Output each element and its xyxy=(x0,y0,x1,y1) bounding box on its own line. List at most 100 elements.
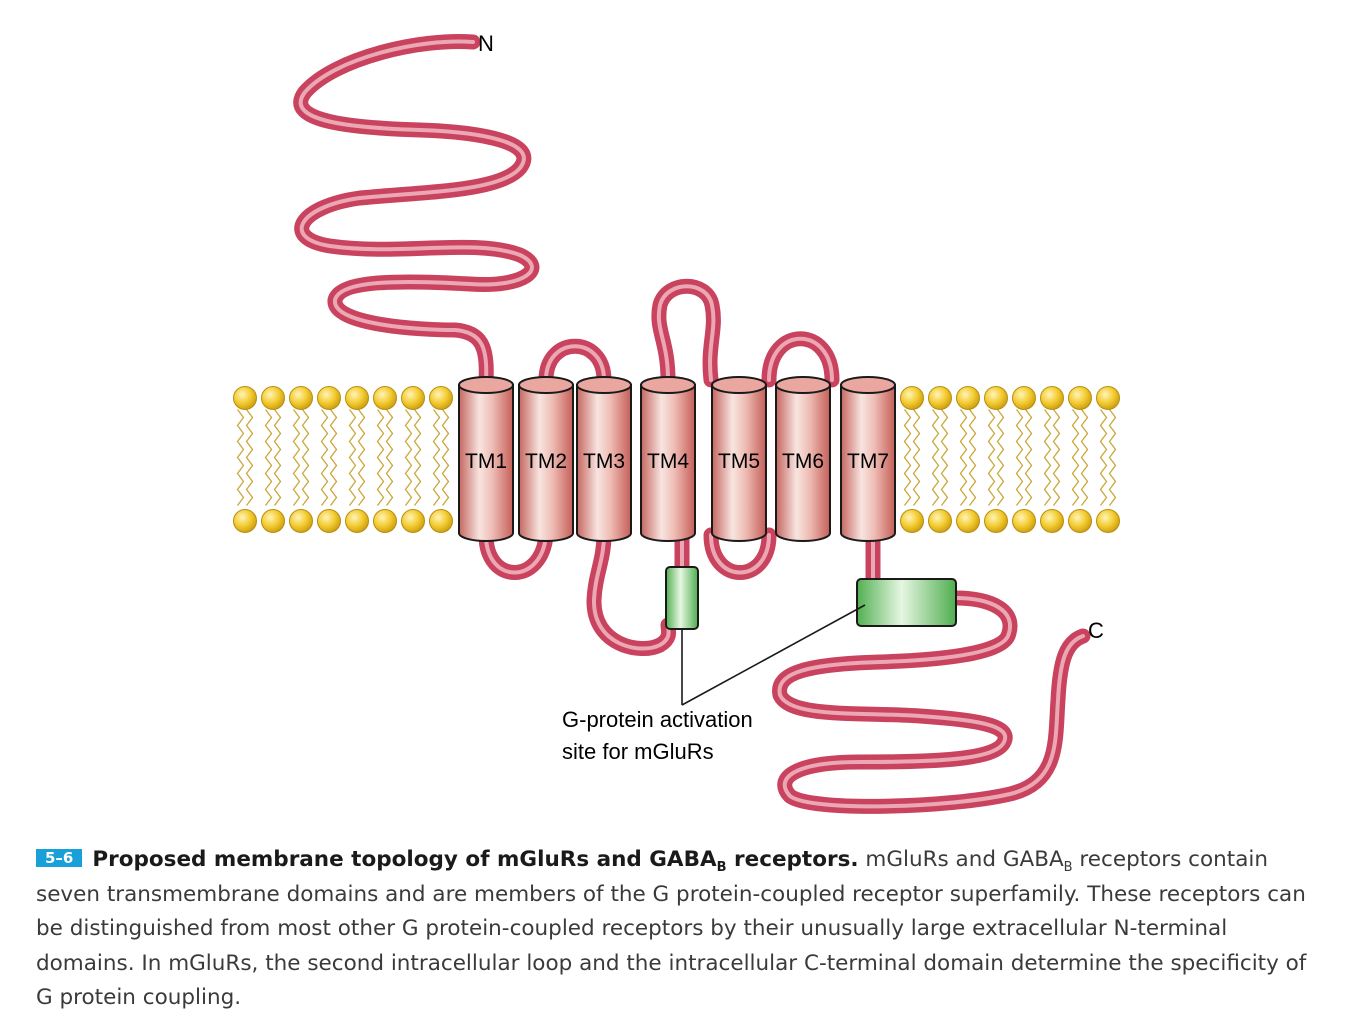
lipid-tail xyxy=(273,409,282,506)
lipid-tail xyxy=(348,409,357,506)
lipid-tail xyxy=(413,409,422,506)
lipid-head-outer xyxy=(345,386,369,410)
helix-body xyxy=(576,384,632,542)
lipid-head-outer xyxy=(429,386,453,410)
lipid-head-outer xyxy=(956,386,980,410)
helix-top xyxy=(640,376,696,394)
lipid-head-outer xyxy=(317,386,341,410)
lipid-head-outer xyxy=(1068,386,1092,410)
lipid-head-inner xyxy=(928,509,952,533)
tm-label: TM6 xyxy=(782,450,824,473)
activation-site-c-terminal xyxy=(856,578,957,627)
lipid-tail xyxy=(1015,409,1024,506)
tm-helix-6: TM6 xyxy=(775,376,831,542)
lipid-tail xyxy=(329,409,338,506)
lipid-tail xyxy=(996,409,1005,506)
lipid-tail xyxy=(245,409,254,506)
tm-label: TM7 xyxy=(847,450,889,473)
lipid-head-inner xyxy=(401,509,425,533)
helix-top xyxy=(518,376,574,394)
lipid-tail xyxy=(432,409,441,506)
lipid-tail xyxy=(264,409,273,506)
activation-site-loop2 xyxy=(665,566,699,630)
lipid-head-outer xyxy=(900,386,924,410)
lipid-head-inner xyxy=(345,509,369,533)
lipid-head-inner xyxy=(1068,509,1092,533)
lipid-head-inner xyxy=(233,509,257,533)
tm-label: TM3 xyxy=(583,450,625,473)
caption-title-end: receptors. xyxy=(726,847,859,872)
lipid-head-outer xyxy=(1012,386,1036,410)
tm-label: TM5 xyxy=(718,450,760,473)
lipid-head-inner xyxy=(900,509,924,533)
lipid-tail xyxy=(1043,409,1052,506)
lipid-tail xyxy=(912,409,921,506)
transmembrane-helices: TM1 TM2 TM3 TM4 TM5 TM6 TM7 xyxy=(458,376,896,542)
tm-label: TM2 xyxy=(525,450,567,473)
lipid-tail xyxy=(236,409,245,506)
helix-body xyxy=(518,384,574,542)
lipid-tail xyxy=(301,409,310,506)
lipid-tail xyxy=(903,409,912,506)
tm-helix-2: TM2 xyxy=(518,376,574,542)
helix-body xyxy=(775,384,831,542)
tm-label: TM4 xyxy=(647,450,689,473)
lipid-head-inner xyxy=(984,509,1008,533)
caption-body-subscript: B xyxy=(1063,860,1073,875)
helix-top xyxy=(711,376,767,394)
lipid-tail xyxy=(1052,409,1061,506)
lipid-tail xyxy=(376,409,385,506)
lipid-tail xyxy=(1071,409,1080,506)
lipid-tail xyxy=(320,409,329,506)
helix-top xyxy=(576,376,632,394)
caption-title: Proposed membrane topology of mGluRs and… xyxy=(92,847,859,875)
lipid-head-inner xyxy=(289,509,313,533)
figure-number-badge: 5–6 xyxy=(36,849,83,867)
lipid-head-outer xyxy=(373,386,397,410)
lipid-tail xyxy=(441,409,450,506)
helix-top xyxy=(840,376,896,394)
lipid-tail xyxy=(357,409,366,506)
lipid-tail xyxy=(940,409,949,506)
lipid-head-outer xyxy=(1040,386,1064,410)
n-terminus-label: N xyxy=(478,31,494,56)
caption-title-subscript: B xyxy=(716,860,727,875)
helix-top xyxy=(458,376,514,394)
callout-line-c-terminal xyxy=(681,604,866,706)
tm-helix-5: TM5 xyxy=(711,376,767,542)
lipid-tail xyxy=(1108,409,1117,506)
figure-caption: 5–6 Proposed membrane topology of mGluRs … xyxy=(36,843,1326,1016)
helix-top xyxy=(775,376,831,394)
caption-title-text: Proposed membrane topology of mGluRs and… xyxy=(92,847,717,872)
lipid-head-outer xyxy=(1096,386,1120,410)
lipid-tail xyxy=(292,409,301,506)
helix-body xyxy=(711,384,767,542)
lipid-head-inner xyxy=(317,509,341,533)
lipid-tail xyxy=(1099,409,1108,506)
tm-helix-1: TM1 xyxy=(458,376,514,542)
c-terminus-label: C xyxy=(1088,618,1104,643)
lipid-tail xyxy=(931,409,940,506)
helix-body xyxy=(640,384,696,542)
lipid-tail xyxy=(1024,409,1033,506)
caption-body-text: receptors contain seven transmembrane do… xyxy=(36,847,1307,1010)
callout-text-line2: site for mGluRs xyxy=(562,739,714,764)
lipid-tail xyxy=(1080,409,1089,506)
tm-helix-7: TM7 xyxy=(840,376,896,542)
lipid-head-inner xyxy=(373,509,397,533)
lipid-head-outer xyxy=(261,386,285,410)
lipid-tail xyxy=(959,409,968,506)
lipid-tail xyxy=(385,409,394,506)
tm-helix-4: TM4 xyxy=(640,376,696,542)
lipid-head-outer xyxy=(289,386,313,410)
lipid-head-outer xyxy=(233,386,257,410)
lipid-head-outer xyxy=(984,386,1008,410)
lipid-tail xyxy=(968,409,977,506)
lipid-head-inner xyxy=(956,509,980,533)
lipid-head-inner xyxy=(429,509,453,533)
lipid-tail xyxy=(987,409,996,506)
tm-helix-3: TM3 xyxy=(576,376,632,542)
helix-body xyxy=(458,384,514,542)
lipid-tail xyxy=(404,409,413,506)
lipid-head-inner xyxy=(1096,509,1120,533)
